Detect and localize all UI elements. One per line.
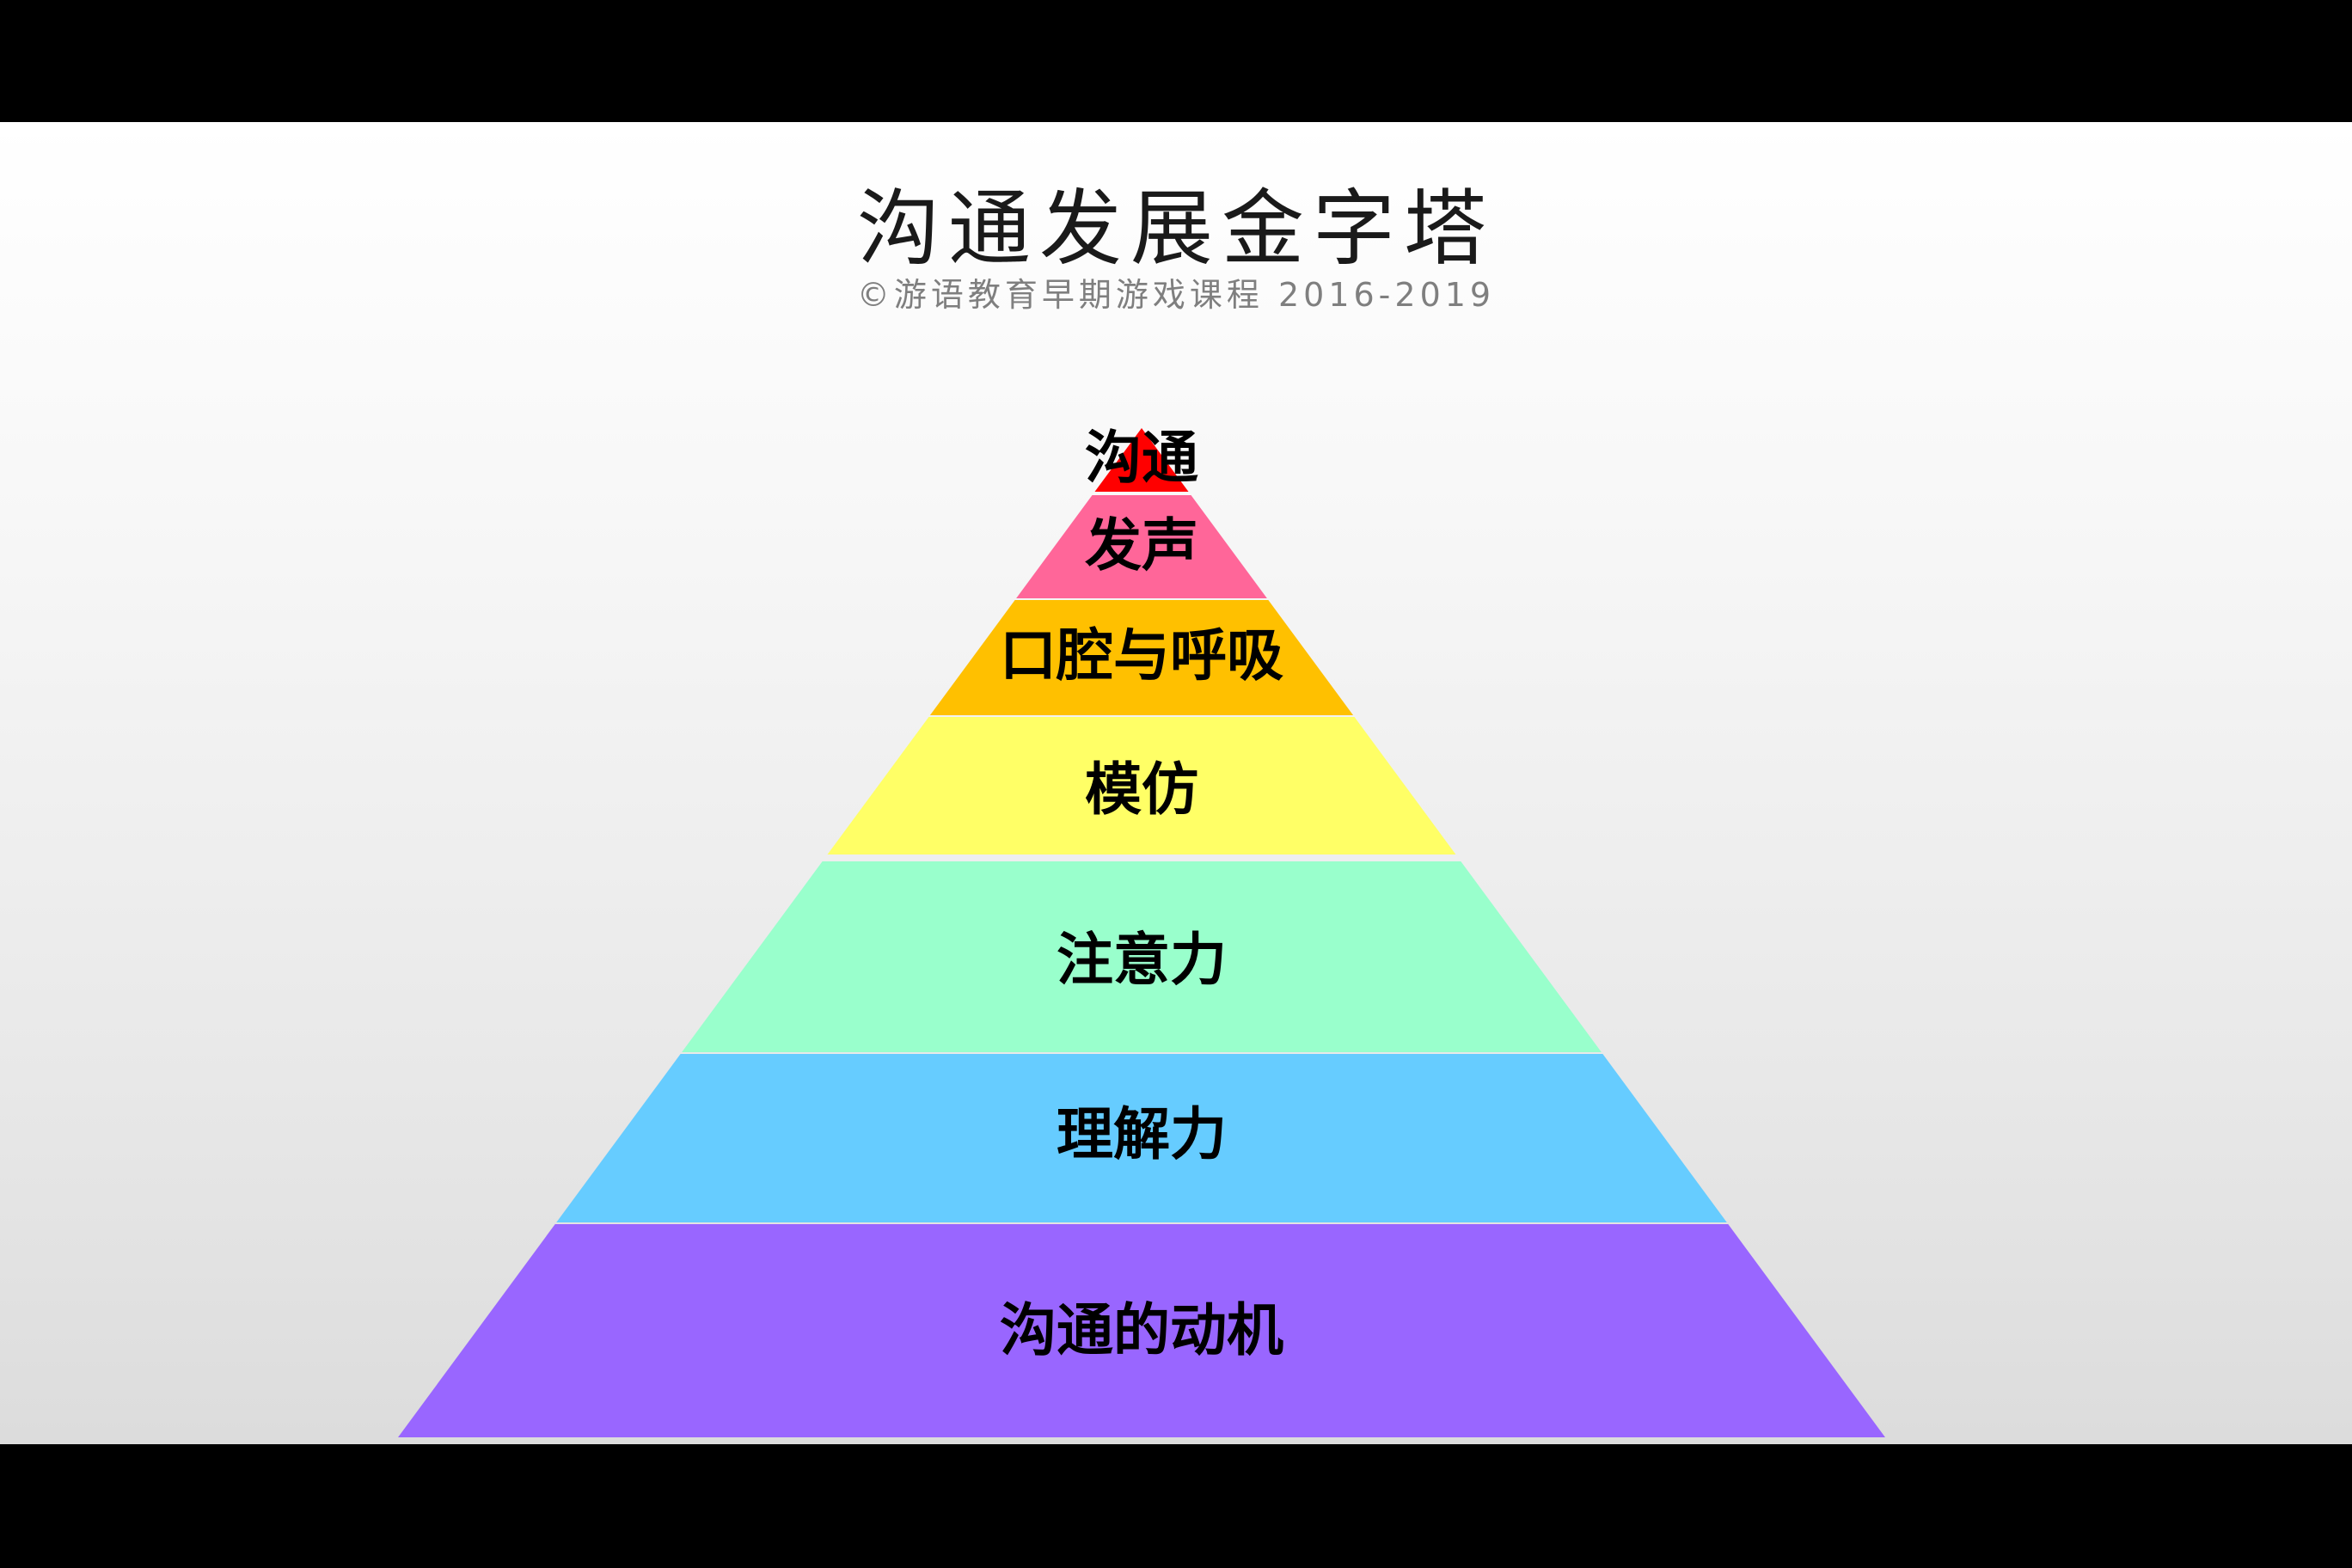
slide-title: 沟通发展金字塔 [857, 181, 1495, 277]
layer-label-7: 沟通的动机 [1000, 1297, 1283, 1363]
layer-label-4: 模仿 [1085, 756, 1198, 823]
layer-label-6: 理解力 [1057, 1101, 1227, 1167]
pyramid-layer-4 [827, 717, 1456, 854]
communication-pyramid: 沟通 发声 口腔与呼吸 模仿 注意力 理解力 沟通的动机 [398, 425, 1885, 1437]
pyramid-layer-3 [929, 600, 1354, 715]
layer-label-2: 发声 [1085, 512, 1198, 579]
pyramid-layer-2 [1016, 495, 1267, 598]
pyramid-layer-7 [398, 1224, 1885, 1437]
pyramid-layer-5 [682, 861, 1602, 1052]
layer-label-1: 沟通 [1085, 425, 1198, 491]
slide: 沟通发展金字塔 ©游语教育早期游戏课程 2016-2019 沟通 发声 口腔与呼… [0, 122, 2352, 1444]
layer-label-5: 注意力 [1057, 927, 1227, 993]
slide-subtitle: ©游语教育早期游戏课程 2016-2019 [856, 276, 1496, 314]
pyramid-layer-1 [1094, 428, 1189, 492]
layer-label-3: 口腔与呼吸 [1000, 622, 1283, 689]
pyramid-layer-6 [556, 1054, 1727, 1222]
